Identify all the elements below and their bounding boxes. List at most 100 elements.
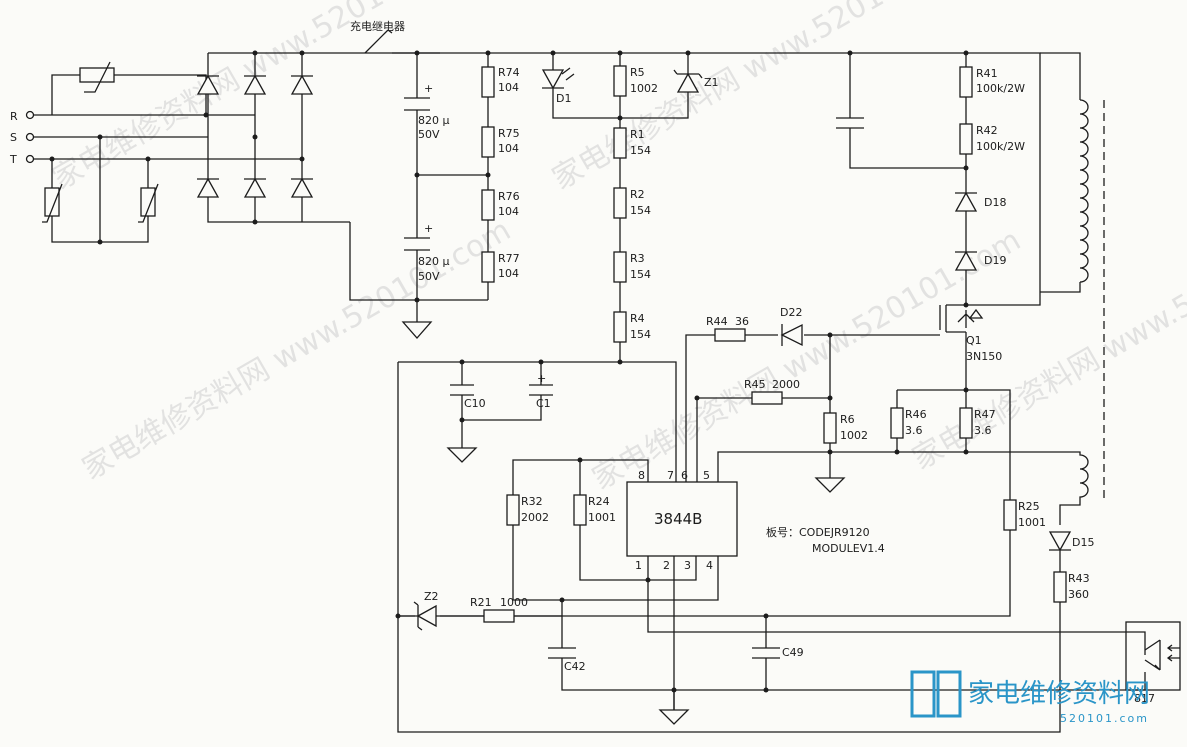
svg-text:R46: R46 — [905, 408, 927, 421]
resistor-r77 — [481, 251, 495, 283]
input-r-label: R — [10, 110, 18, 123]
zener-z2 — [416, 604, 437, 628]
cap-c49-label: C49 — [782, 646, 804, 659]
svg-text:3.6: 3.6 — [905, 424, 923, 437]
svg-text:36: 36 — [735, 315, 749, 328]
svg-text:D22: D22 — [780, 306, 802, 319]
svg-text:R45: R45 — [744, 378, 766, 391]
diode-d1 — [541, 69, 565, 90]
varistor-left — [44, 187, 60, 217]
watermark-3: 家电维修资料网 www.520101.com — [77, 213, 517, 487]
ic-3844b — [626, 481, 738, 557]
terminal-s — [25, 132, 35, 142]
svg-text:R41: R41 — [976, 67, 998, 80]
varistor-right — [140, 187, 156, 217]
svg-text:R43: R43 — [1068, 572, 1090, 585]
resistor-r24 — [573, 494, 587, 526]
svg-text:154: 154 — [630, 204, 651, 217]
transformer — [1000, 52, 1105, 525]
resistor-r21 — [483, 609, 515, 623]
resistor-r46 — [890, 407, 904, 439]
svg-text:R6: R6 — [840, 413, 855, 426]
svg-text:R32: R32 — [521, 495, 543, 508]
svg-text:Z1: Z1 — [704, 76, 719, 89]
svg-text:1002: 1002 — [840, 429, 868, 442]
svg-text:2: 2 — [663, 559, 670, 572]
svg-text:D1: D1 — [556, 92, 571, 105]
charge-relay: 充电继电器 — [350, 19, 405, 54]
cap-bot-voltage: 50V — [418, 270, 440, 283]
svg-text:R2: R2 — [630, 188, 645, 201]
diode-d18 — [954, 191, 978, 212]
watermark-5: 家电维修资料网 www.520101.com — [907, 203, 1187, 477]
svg-text:154: 154 — [630, 268, 651, 281]
svg-text:6: 6 — [681, 469, 688, 482]
resistor-r6 — [823, 412, 837, 444]
svg-text:3.6: 3.6 — [974, 424, 992, 437]
resistor-r75 — [481, 126, 495, 158]
resistor-r74 — [481, 66, 495, 98]
resistor-r47 — [959, 407, 973, 439]
svg-text:D18: D18 — [984, 196, 1006, 209]
aux-winding — [1000, 451, 1089, 525]
svg-text:104: 104 — [498, 205, 519, 218]
resistor-r2 — [613, 187, 627, 219]
svg-text:7: 7 — [667, 469, 674, 482]
svg-text:D15: D15 — [1072, 536, 1094, 549]
logo-text: 家电维修资料网 — [968, 679, 1150, 709]
resistor-r32 — [506, 494, 520, 526]
resistor-r43 — [1053, 571, 1067, 603]
resistor-r1 — [613, 127, 627, 159]
svg-text:R21: R21 — [470, 596, 492, 609]
bridge-diode — [196, 74, 314, 198]
input-s-label: S — [10, 131, 17, 144]
svg-text:104: 104 — [498, 142, 519, 155]
input-t-label: T — [9, 153, 17, 166]
svg-text:154: 154 — [630, 328, 651, 341]
svg-text:4: 4 — [706, 559, 713, 572]
input-section: R S T — [9, 61, 302, 245]
optocoupler-817: 817 — [1125, 621, 1181, 705]
resistor-r45 — [751, 391, 783, 405]
ground-symbol — [401, 321, 433, 339]
svg-text:3N150: 3N150 — [966, 350, 1002, 363]
mosfet-q1: Q1 3N150 — [939, 304, 1002, 390]
svg-text:R3: R3 — [630, 252, 645, 265]
ground-symbol — [658, 709, 690, 725]
svg-text:R44: R44 — [706, 315, 728, 328]
zener-z1 — [676, 72, 700, 93]
cap-bot-value: 820 μ — [418, 255, 450, 268]
svg-text:1001: 1001 — [588, 511, 616, 524]
svg-text:1001: 1001 — [1018, 516, 1046, 529]
site-logo: 家电维修资料网 520101.com — [910, 670, 1150, 725]
svg-text:R5: R5 — [630, 66, 645, 79]
svg-text:104: 104 — [498, 267, 519, 280]
svg-text:+: + — [537, 372, 546, 385]
board-label: 板号：CODEJR9120 MODULEV1.4 — [766, 525, 885, 555]
svg-text:D19: D19 — [984, 254, 1006, 267]
diode-d15 — [1048, 531, 1072, 552]
svg-text:R74: R74 — [498, 66, 520, 79]
diode-d22 — [780, 323, 803, 347]
diode-d19 — [954, 250, 978, 271]
svg-text:3: 3 — [684, 559, 691, 572]
svg-text:+: + — [424, 222, 433, 235]
svg-text:1002: 1002 — [630, 82, 658, 95]
resistor-r41 — [959, 66, 973, 98]
gate-drive: R44 36 D22 — [685, 306, 940, 482]
svg-text:R25: R25 — [1018, 500, 1040, 513]
feedback-network: R45 2000 R6 1002 — [694, 378, 868, 493]
resistor-r76 — [481, 189, 495, 221]
svg-text:Q1: Q1 — [966, 334, 982, 347]
primary-winding — [1079, 99, 1089, 283]
svg-text:2000: 2000 — [772, 378, 800, 391]
ic-label: 3844B — [654, 510, 702, 528]
resistor-r3 — [613, 251, 627, 283]
svg-text:R42: R42 — [976, 124, 998, 137]
timing-caps: C42 C49 — [548, 600, 1130, 725]
